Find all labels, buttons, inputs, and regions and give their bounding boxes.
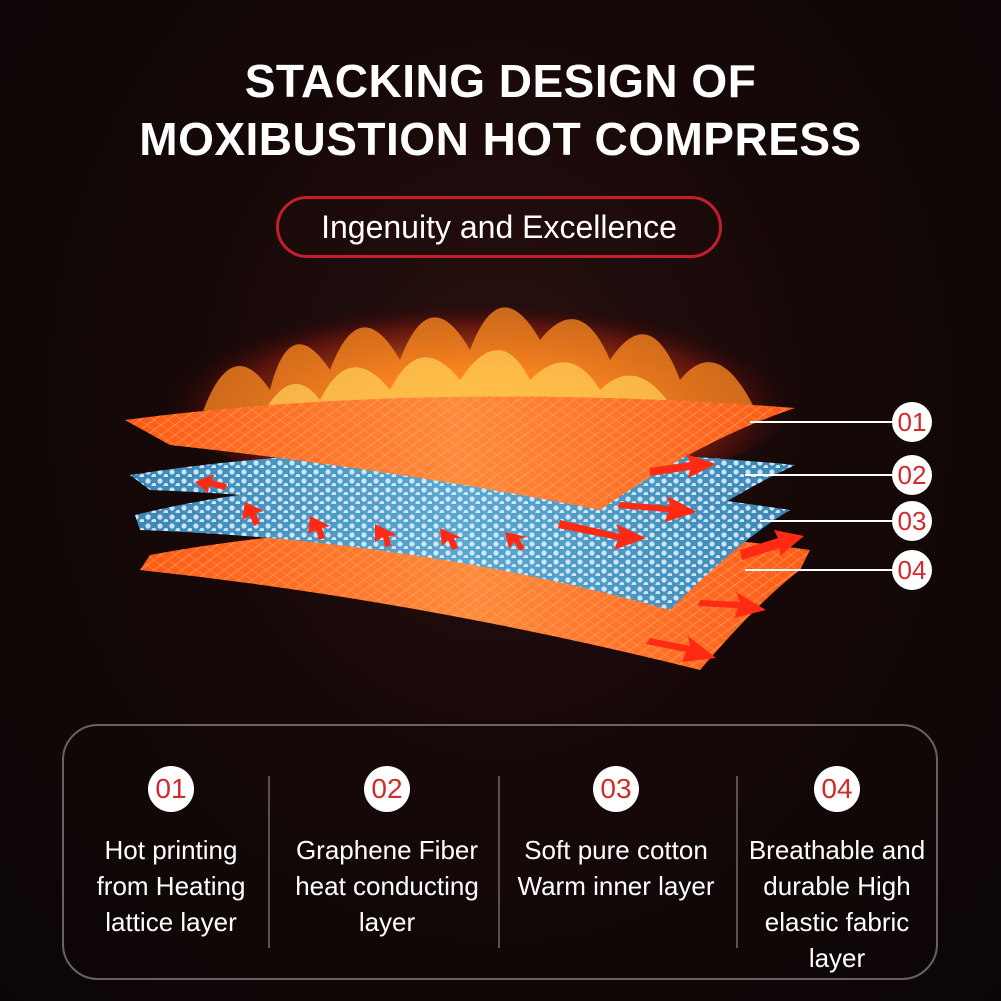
callout-03: 03 [892, 501, 932, 541]
callout-02: 02 [892, 455, 932, 495]
layer-column-04: 04 Breathable and durable High elastic f… [722, 766, 952, 976]
layer-stack-illustration [0, 270, 1001, 710]
page-title: STACKING DESIGN OF MOXIBUSTION HOT COMPR… [0, 52, 1001, 168]
heat-arrow-icon [195, 454, 804, 662]
layer-stack-svg [125, 280, 892, 670]
layer-description: Hot printing from Heating lattice layer [96, 835, 246, 937]
layer-column-02: 02 Graphene Fiber heat conducting layer [272, 766, 502, 940]
layer-description-panel: 01 Hot printing from Heating lattice lay… [62, 724, 938, 980]
layer-description: Graphene Fiber heat conducting layer [295, 835, 479, 937]
subtitle-text: Ingenuity and Excellence [321, 208, 677, 245]
callout-01: 01 [892, 402, 932, 442]
layer-number-badge: 02 [364, 766, 410, 812]
layer-column-01: 01 Hot printing from Heating lattice lay… [56, 766, 286, 940]
column-divider [736, 776, 738, 948]
title-line-1: STACKING DESIGN OF [244, 55, 757, 107]
column-divider [268, 776, 270, 948]
layer-number-badge: 03 [593, 766, 639, 812]
callout-leader-lines [745, 421, 892, 571]
layer-01-texture [125, 396, 795, 510]
layer-number-badge: 01 [148, 766, 194, 812]
subtitle-badge: Ingenuity and Excellence [276, 196, 722, 258]
layer-description: Soft pure cotton Warm inner layer [517, 835, 715, 901]
callout-04: 04 [892, 550, 932, 590]
layer-number-badge: 04 [814, 766, 860, 812]
layer-description: Breathable and durable High elastic fabr… [748, 835, 926, 973]
column-divider [498, 776, 500, 948]
layer-column-03: 03 Soft pure cotton Warm inner layer [501, 766, 731, 904]
title-line-2: MOXIBUSTION HOT COMPRESS [139, 113, 862, 165]
